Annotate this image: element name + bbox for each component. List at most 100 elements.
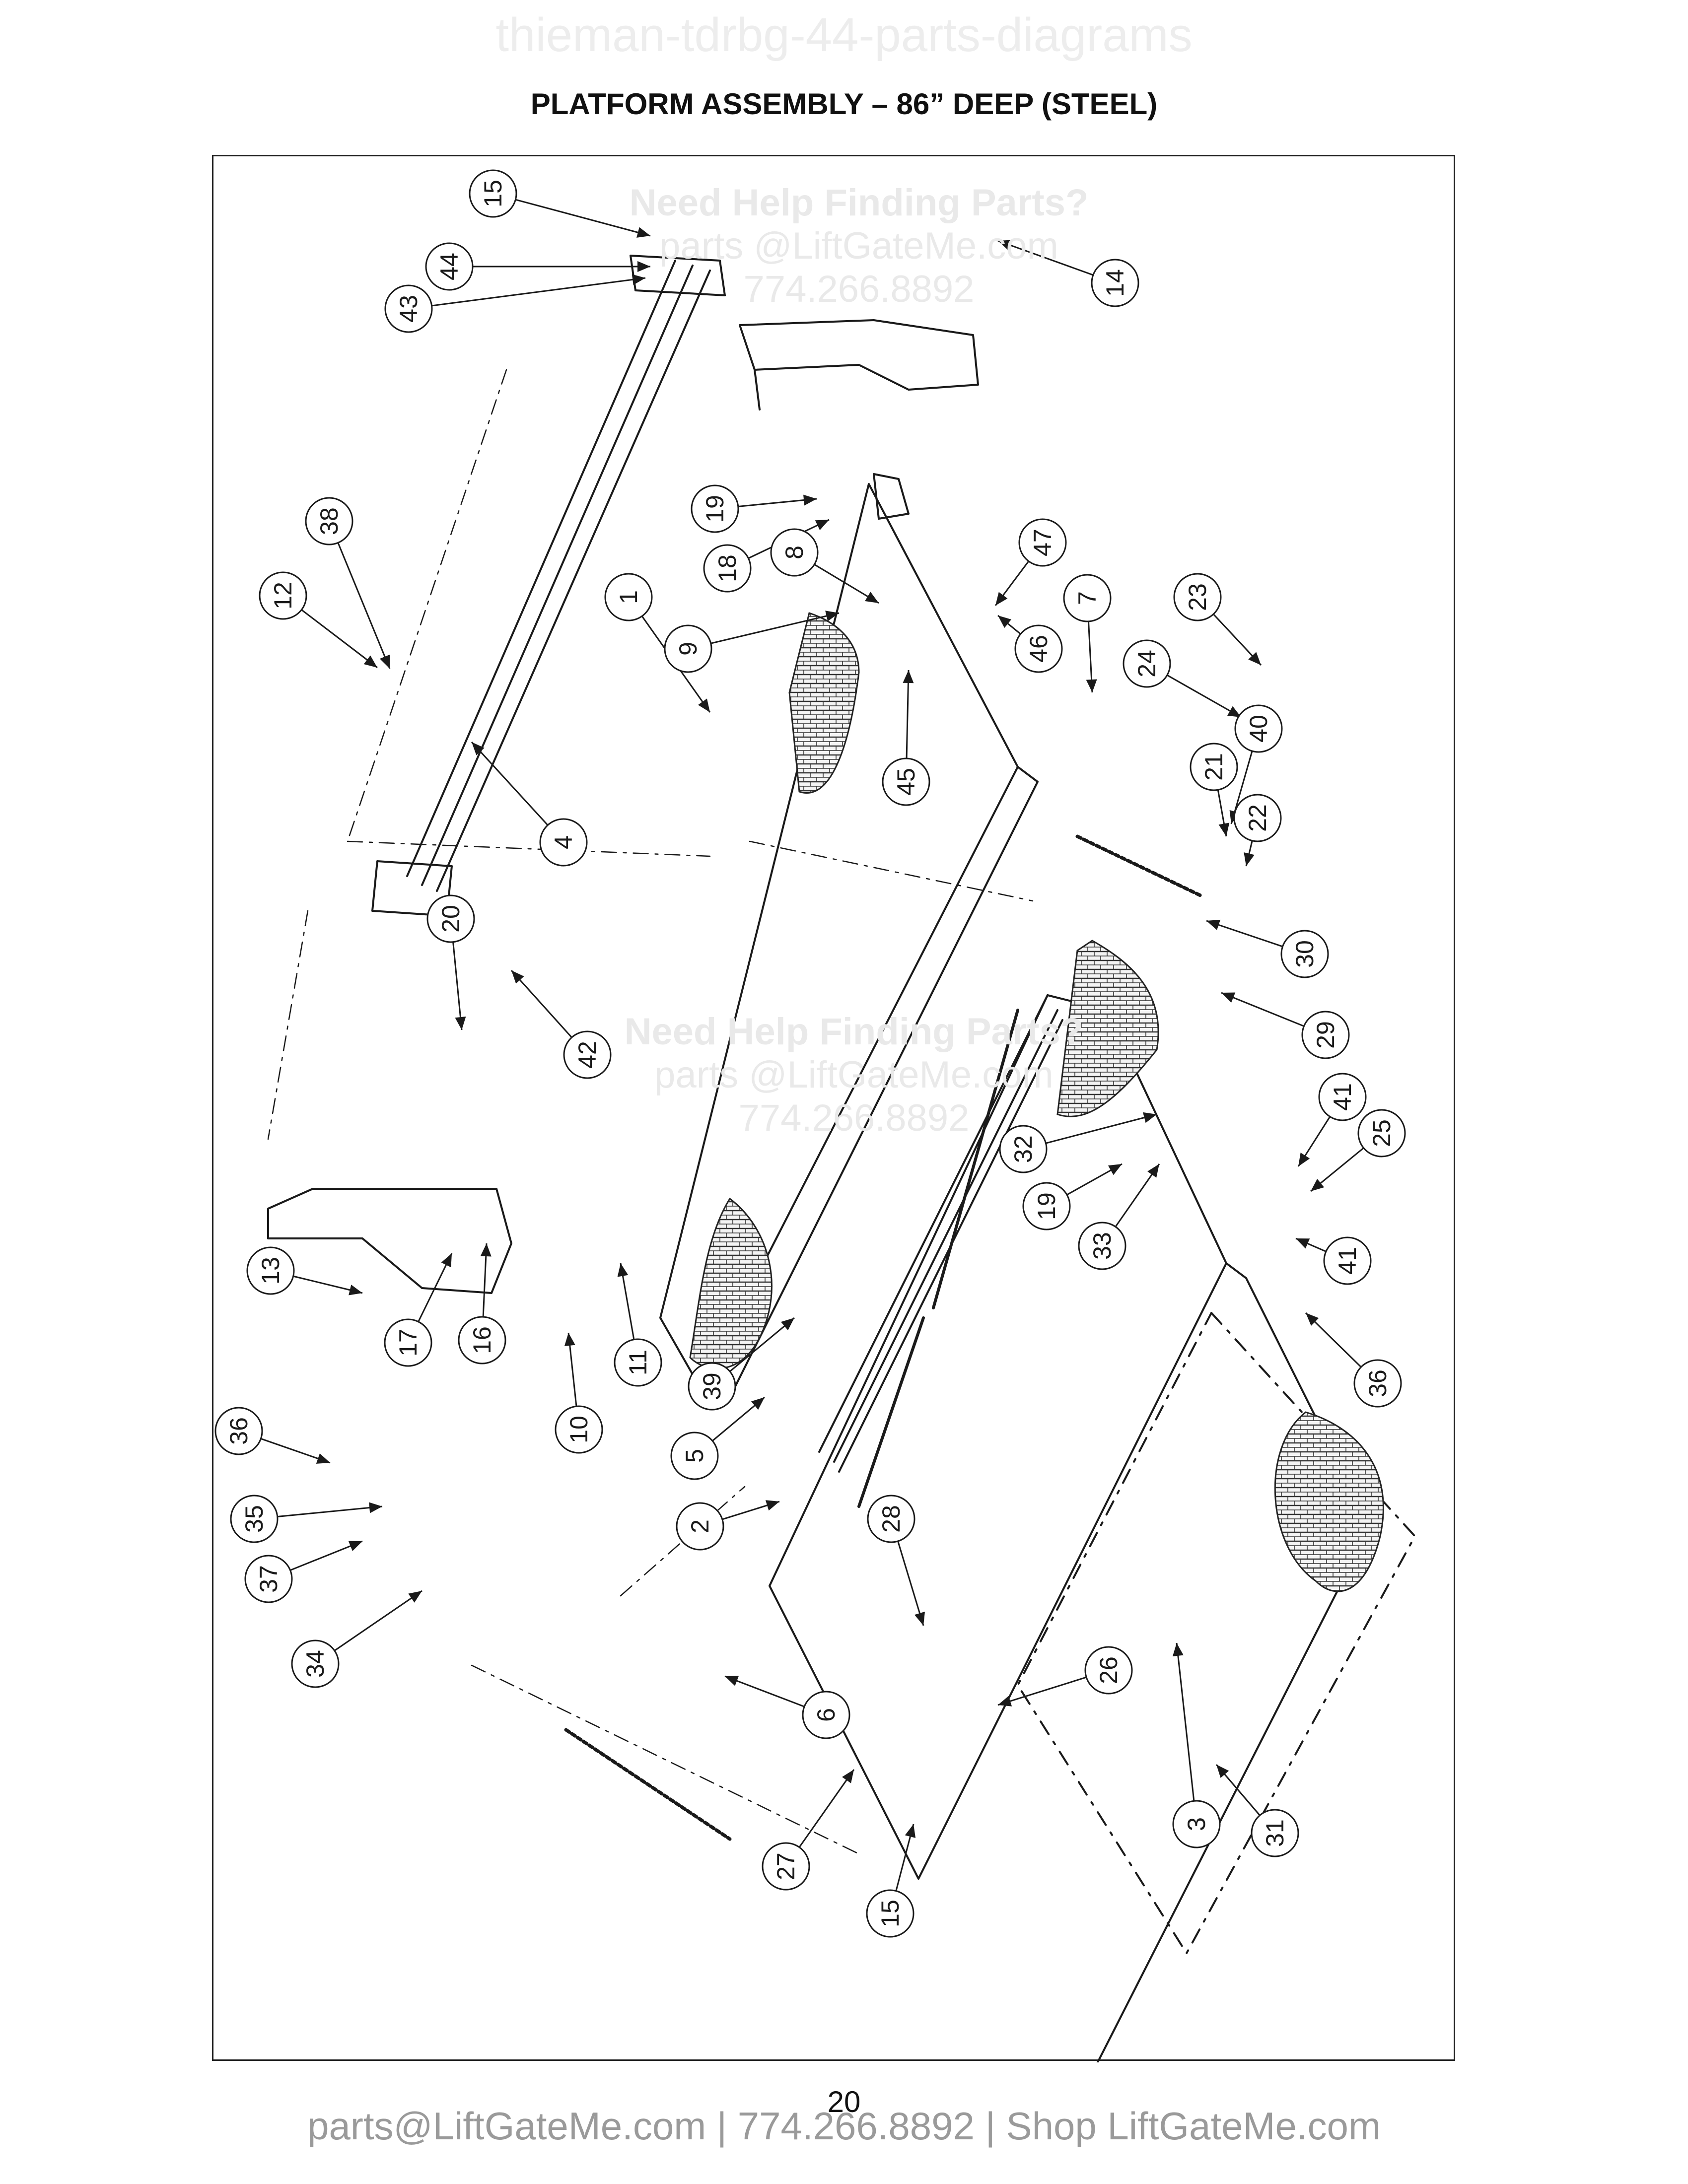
callout-number: 36 <box>225 1417 253 1445</box>
callout-arrowhead <box>1248 652 1261 665</box>
callout-24: 24 <box>1123 639 1242 718</box>
callout-15a: 15 <box>469 169 651 238</box>
callout-arrowhead <box>1216 1765 1229 1778</box>
callout-number: 17 <box>394 1329 422 1357</box>
callout-leader-line <box>906 670 910 759</box>
callout-9: 9 <box>664 611 840 673</box>
callout-arrowhead <box>1221 992 1236 1003</box>
callout-balloon <box>425 242 474 291</box>
callout-arrowhead <box>1296 1238 1310 1249</box>
callout-balloon <box>691 484 739 533</box>
callout-23: 23 <box>1173 573 1262 666</box>
callout-number: 39 <box>698 1372 726 1400</box>
callout-leader-line <box>1046 1113 1157 1144</box>
callout-balloon <box>670 1432 719 1480</box>
callout-arrowhead <box>698 698 710 712</box>
callout-number: 37 <box>255 1565 282 1593</box>
callout-balloon <box>458 1316 506 1365</box>
callout-number: 35 <box>240 1505 268 1533</box>
callout-balloon <box>1014 624 1063 673</box>
callout-balloon <box>305 497 353 546</box>
callout-balloon <box>882 757 930 806</box>
callout-balloon <box>676 1502 724 1551</box>
callout-number: 13 <box>257 1257 284 1285</box>
callout-number: 19 <box>701 495 729 523</box>
callout-number: 21 <box>1200 753 1228 781</box>
callout-balloon <box>1172 1800 1221 1848</box>
callout-number: 29 <box>1312 1021 1339 1049</box>
callout-arrowhead <box>349 1285 362 1296</box>
callout-12: 12 <box>259 571 378 669</box>
callout-32: 32 <box>999 1112 1157 1173</box>
callout-number: 1 <box>615 590 642 604</box>
callout-18: 18 <box>703 519 830 593</box>
page-title: PLATFORM ASSEMBLY – 86” DEEP (STEEL) <box>530 87 1158 121</box>
callout-41b: 41 <box>1295 1236 1372 1285</box>
callout-balloon <box>1018 518 1067 567</box>
watermark-heading: Need Help Finding Parts? <box>624 1011 1084 1053</box>
callout-leader-line <box>997 240 1094 276</box>
callout-arrowhead <box>905 1824 916 1838</box>
callout-arrowhead <box>1086 679 1097 692</box>
callout-arrowhead <box>1143 1112 1157 1123</box>
callout-balloon <box>469 169 517 218</box>
callout-arrowhead <box>803 494 817 506</box>
callout-arrowhead <box>564 1333 575 1347</box>
callout-10: 10 <box>555 1332 603 1454</box>
callout-balloon <box>1190 743 1238 791</box>
callout-44: 44 <box>425 242 650 291</box>
callout-balloon <box>703 544 752 593</box>
callout-11: 11 <box>614 1263 662 1387</box>
callout-balloon <box>1022 1182 1071 1230</box>
callout-leader-line <box>431 277 646 307</box>
callout-41a: 41 <box>1297 1073 1367 1167</box>
callout-42: 42 <box>510 969 612 1079</box>
callout-arrowhead <box>998 1696 1012 1706</box>
callout-arrowhead <box>780 1318 794 1331</box>
callout-26: 26 <box>997 1646 1133 1706</box>
callout-number: 41 <box>1329 1083 1356 1111</box>
callout-leader-line <box>334 1590 422 1651</box>
callout-number: 11 <box>624 1350 652 1375</box>
callout-47: 47 <box>994 518 1067 606</box>
watermark-phone: 774.266.8892 <box>743 268 975 310</box>
callout-arrowhead <box>632 274 645 285</box>
callout-balloon <box>866 1889 914 1938</box>
callout-number: 26 <box>1095 1656 1123 1684</box>
callout-number: 47 <box>1029 529 1056 556</box>
callout-arrowhead <box>472 742 485 755</box>
callout-number: 33 <box>1088 1232 1116 1260</box>
callout-number: 4 <box>550 835 577 849</box>
callout-leader-line <box>515 199 651 237</box>
callout-balloon <box>291 1639 340 1688</box>
callout-balloon <box>1063 574 1112 622</box>
callout-8: 8 <box>770 528 879 604</box>
callout-number: 5 <box>681 1449 708 1463</box>
callout-number: 45 <box>892 768 920 796</box>
callout-27: 27 <box>762 1769 855 1891</box>
callout-balloon <box>867 1495 915 1543</box>
callout-balloon <box>1251 1809 1299 1857</box>
callout-number: 20 <box>437 905 465 933</box>
callout-number: 34 <box>301 1650 329 1678</box>
callout-arrowhead <box>842 1770 854 1783</box>
callout-number: 19 <box>1033 1192 1060 1220</box>
callout-number: 14 <box>1101 269 1129 297</box>
callout-arrowhead <box>1311 1179 1325 1191</box>
callout-balloon <box>762 1842 810 1891</box>
callout-balloon <box>1301 1011 1350 1059</box>
callout-45: 45 <box>882 670 930 806</box>
callout-number: 42 <box>573 1041 601 1069</box>
callout-36b: 36 <box>214 1407 331 1464</box>
callout-number: 31 <box>1261 1819 1289 1847</box>
callout-number: 3 <box>1183 1817 1210 1831</box>
page-number: 20 <box>827 2085 861 2118</box>
callout-balloon <box>1233 794 1282 842</box>
callout-number: 30 <box>1291 940 1319 968</box>
callout-leader-line <box>337 542 391 669</box>
callout-leader-line <box>710 612 840 644</box>
callout-number: 22 <box>1244 804 1271 832</box>
callout-29: 29 <box>1221 992 1350 1059</box>
callout-arrowhead <box>511 970 524 984</box>
